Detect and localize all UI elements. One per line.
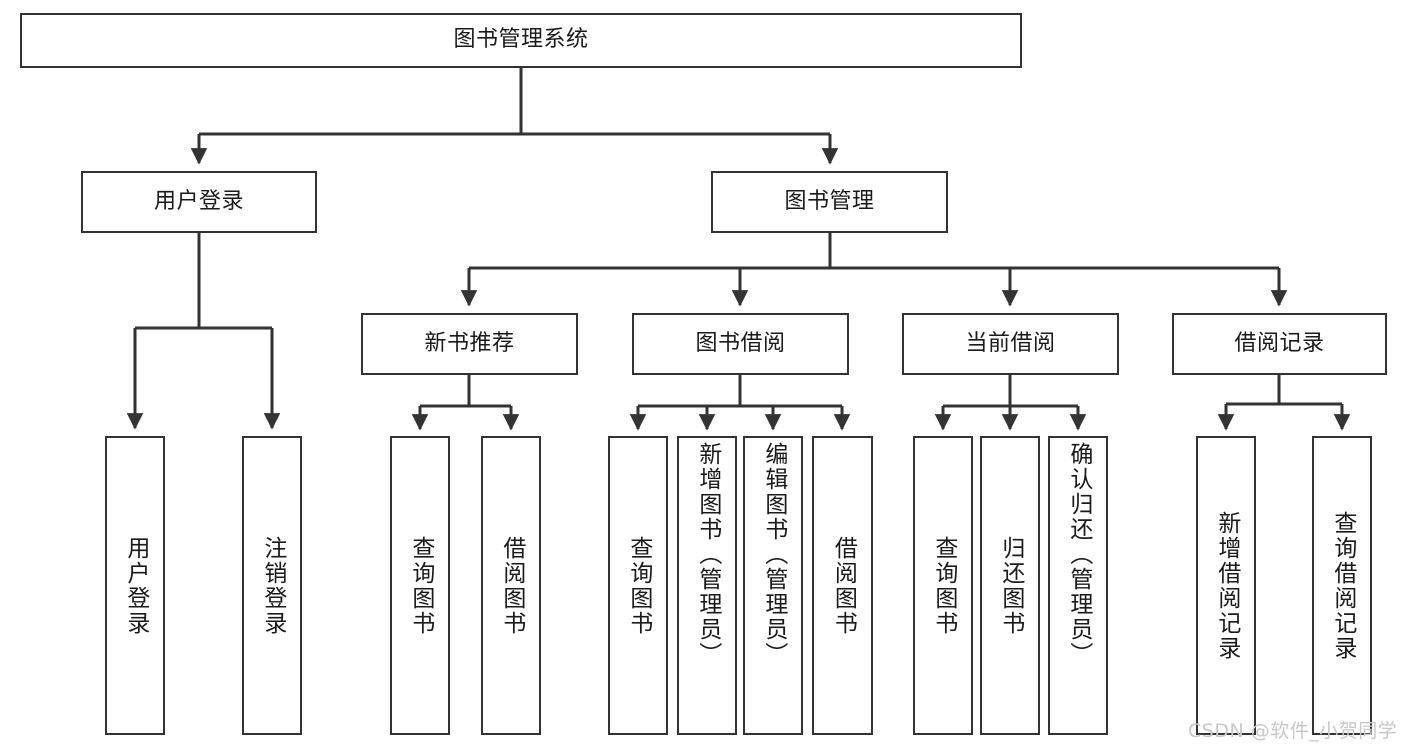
node-current-borrow[interactable]: 当前借阅 [902,313,1119,375]
node-leaf-return-book[interactable]: 归还图书 [980,436,1040,735]
node-leaf-edit-book-label: 编辑图书（管理员） [760,442,787,667]
node-leaf-user-logout[interactable]: 注销登录 [242,436,302,735]
node-user-login-label: 用户登录 [153,188,244,214]
node-book-manage[interactable]: 图书管理 [711,171,948,233]
node-new-book-recommend[interactable]: 新书推荐 [361,313,578,375]
node-leaf-query-book-2[interactable]: 查询图书 [608,436,668,735]
node-leaf-query-record[interactable]: 查询借阅记录 [1312,436,1372,735]
node-book-borrow-label: 图书借阅 [695,330,786,356]
node-leaf-query-book-2-label: 查询图书 [625,535,652,636]
node-leaf-borrow-book-2-label: 借阅图书 [830,535,857,636]
node-leaf-query-book-1[interactable]: 查询图书 [390,436,450,735]
node-leaf-add-book[interactable]: 新增图书（管理员） [677,436,737,735]
node-leaf-user-logout-label: 注销登录 [259,535,286,636]
node-leaf-add-record[interactable]: 新增借阅记录 [1196,436,1256,735]
node-book-manage-label: 图书管理 [784,188,875,214]
node-user-login[interactable]: 用户登录 [81,171,317,233]
node-leaf-borrow-book-1[interactable]: 借阅图书 [481,436,541,735]
node-root-label: 图书管理系统 [453,27,589,53]
node-book-borrow[interactable]: 图书借阅 [632,313,849,375]
node-leaf-borrow-book-2[interactable]: 借阅图书 [812,436,873,735]
node-borrow-record[interactable]: 借阅记录 [1172,313,1387,375]
node-leaf-add-book-label: 新增图书（管理员） [694,442,721,667]
node-borrow-record-label: 借阅记录 [1234,330,1325,356]
watermark-text: CSDN @软件_小贺同学 [1188,720,1398,742]
node-leaf-confirm-return[interactable]: 确认归还（管理员） [1048,436,1108,735]
node-leaf-return-book-label: 归还图书 [997,535,1024,636]
node-leaf-query-book-3-label: 查询图书 [930,535,957,636]
node-leaf-borrow-book-1-label: 借阅图书 [498,535,525,636]
node-leaf-edit-book[interactable]: 编辑图书（管理员） [743,436,803,735]
node-leaf-confirm-return-label: 确认归还（管理员） [1065,442,1092,667]
node-leaf-user-login-label: 用户登录 [122,535,149,636]
node-leaf-user-login[interactable]: 用户登录 [105,436,165,735]
node-leaf-add-record-label: 新增借阅记录 [1213,510,1240,661]
node-new-book-recommend-label: 新书推荐 [424,330,515,356]
node-leaf-query-book-3[interactable]: 查询图书 [913,436,973,735]
node-leaf-query-record-label: 查询借阅记录 [1329,510,1356,661]
node-root[interactable]: 图书管理系统 [20,13,1022,68]
node-leaf-query-book-1-label: 查询图书 [407,535,434,636]
node-current-borrow-label: 当前借阅 [965,330,1056,356]
